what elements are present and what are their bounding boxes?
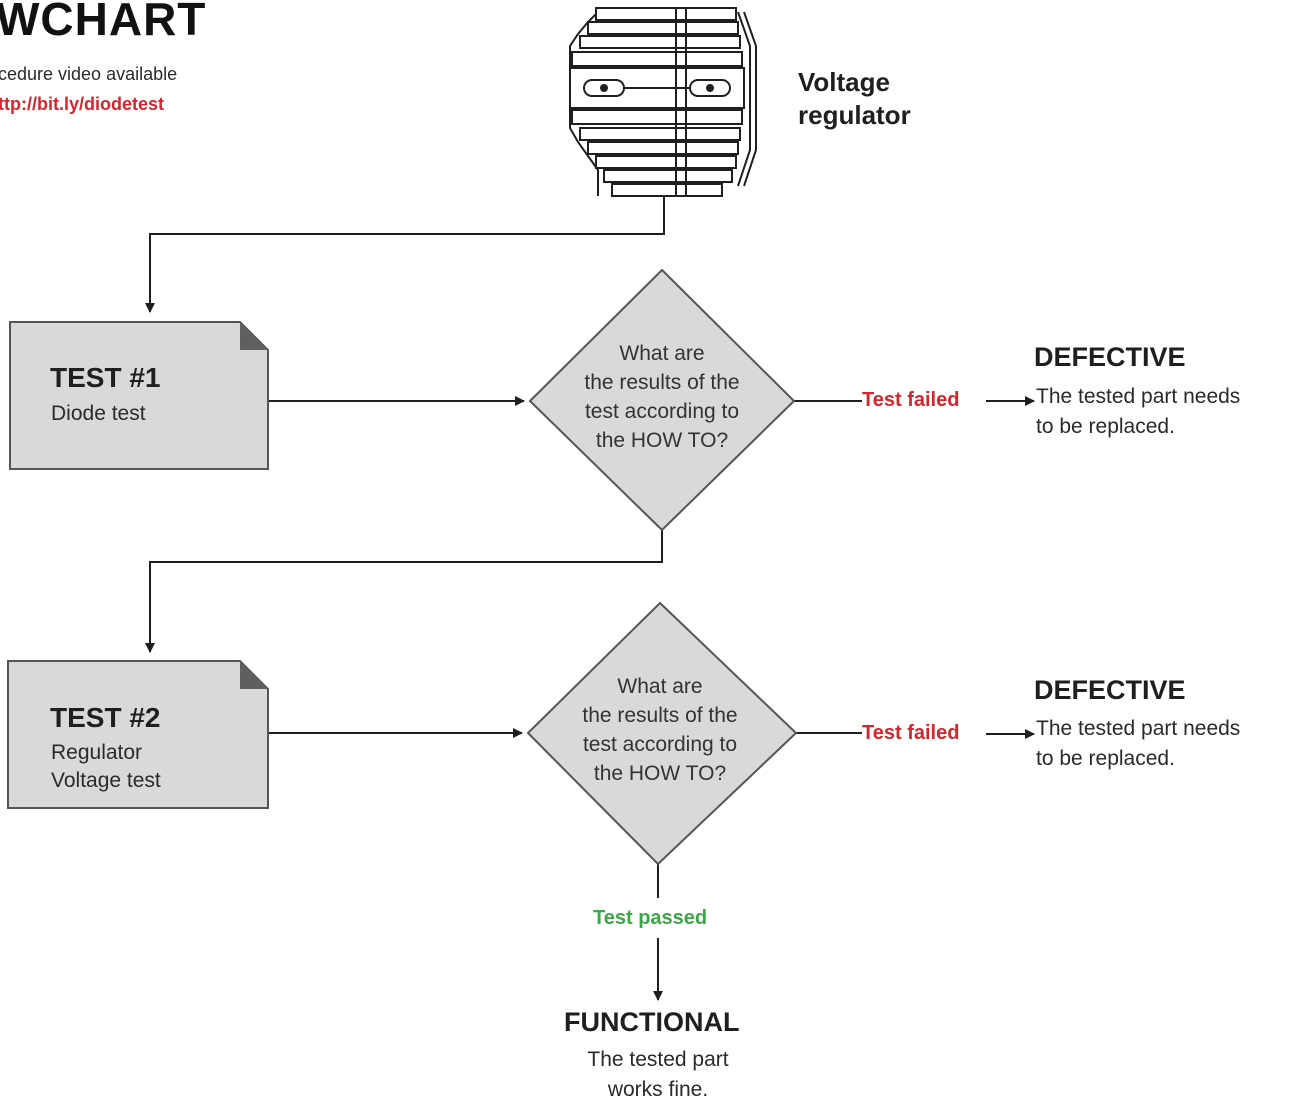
test1-fail-label: Test failed [862, 389, 960, 411]
question-line: What are [619, 342, 705, 365]
decision2-diamond [526, 601, 798, 866]
test2-description: Regulator Voltage test [51, 739, 161, 796]
test1-box [9, 321, 269, 470]
defective1-title: DEFECTIVE [1034, 342, 1186, 372]
connector-start-to-test1 [145, 196, 665, 313]
question-line: test according to [582, 732, 738, 756]
functional-description: The tested part works fine. [548, 1045, 768, 1105]
component-label-line2: regulator [798, 100, 911, 131]
test1-title: TEST #1 [50, 362, 161, 393]
video-note: cedure video available [0, 64, 178, 84]
defective2-line2: to be replaced. [1036, 746, 1175, 770]
test2-fail-label: Test failed [862, 722, 960, 744]
video-link[interactable]: ttp://bit.ly/diodetest [0, 94, 164, 114]
functional-line1: The tested part [587, 1048, 729, 1071]
defective2-title: DEFECTIVE [1034, 675, 1186, 705]
defective1-description: The tested part needs to be replaced. [1036, 382, 1240, 442]
voltage-regulator-icon [569, 7, 757, 197]
decision1-diamond [528, 268, 796, 532]
functional-line2: works fine. [607, 1077, 709, 1101]
test2-box [7, 660, 269, 809]
decision2-question: What are the results of the test accordi… [550, 673, 770, 789]
question-line: the HOW TO? [593, 761, 727, 785]
component-label-line1: Voltage [798, 67, 890, 97]
test1-description: Diode test [51, 400, 146, 428]
test2-desc-line1: Regulator [51, 741, 143, 764]
component-label: Voltage regulator [798, 66, 911, 133]
question-line: the results of the [584, 370, 740, 394]
defective2-description: The tested part needs to be replaced. [1036, 714, 1240, 774]
question-line: test according to [584, 399, 740, 423]
page-title: WCHART [0, 0, 207, 45]
test2-desc-line2: Voltage test [51, 769, 161, 793]
functional-title: FUNCTIONAL [564, 1007, 740, 1037]
defective1-line2: to be replaced. [1036, 414, 1175, 438]
connector-decision1-to-test2 [145, 530, 663, 653]
test1-desc-line1: Diode test [51, 402, 146, 425]
question-line: the HOW TO? [595, 428, 729, 452]
question-line: What are [617, 675, 703, 698]
defective2-line1: The tested part needs [1036, 717, 1241, 740]
decision1-question: What are the results of the test accordi… [552, 340, 772, 456]
test2-title: TEST #2 [50, 702, 161, 733]
test2-pass-label: Test passed [593, 907, 708, 929]
defective1-line1: The tested part needs [1036, 385, 1241, 408]
question-line: the results of the [582, 703, 738, 727]
